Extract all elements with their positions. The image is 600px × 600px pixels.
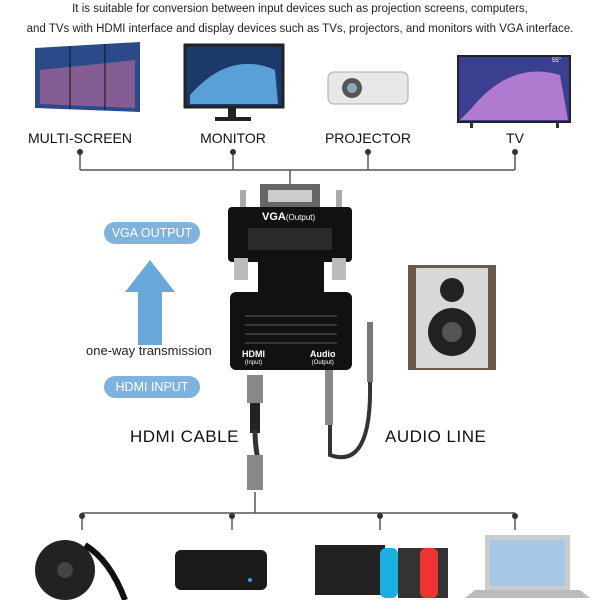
audio-cable-image [325,322,373,460]
projector-image [327,71,409,105]
label-monitor: MONITOR [200,130,266,146]
caption-line-2: and TVs with HDMI interface and display … [26,23,574,35]
adapter-vga-label: VGA(Output) [262,211,316,223]
hdmi-input-badge: HDMI INPUT [104,376,200,398]
switch-console-image [315,545,448,598]
adapter-hdmi-label: HDMI(Input) [242,349,265,367]
output-connector-lines [79,150,516,185]
multi-screen-image [35,42,140,112]
caption-line-1: It is suitable for conversion between in… [72,3,528,15]
up-arrow-icon [125,260,175,345]
transmission-label: one-way transmission [86,343,212,358]
tv-size-badge: 55" [552,58,561,64]
audio-line-label: AUDIO LINE [385,427,487,446]
laptop-image [465,535,590,598]
speaker-image [408,265,496,370]
chromecast-image [35,540,128,600]
hdmi-cable-image [247,375,263,490]
label-tv: TV [506,130,524,146]
adapter-image [228,184,352,370]
label-projector: PROJECTOR [324,130,412,146]
tv-image [457,55,571,128]
monitor-image [183,43,285,121]
adapter-audio-label: Audio(Output) [310,349,336,367]
input-connector-lines [81,492,516,530]
hdmi-cable-label: HDMI CABLE [130,427,239,446]
tv-box-image [175,550,267,590]
label-multi-screen: MULTI-SCREEN [28,130,132,146]
vga-output-badge: VGA OUTPUT [104,222,200,244]
